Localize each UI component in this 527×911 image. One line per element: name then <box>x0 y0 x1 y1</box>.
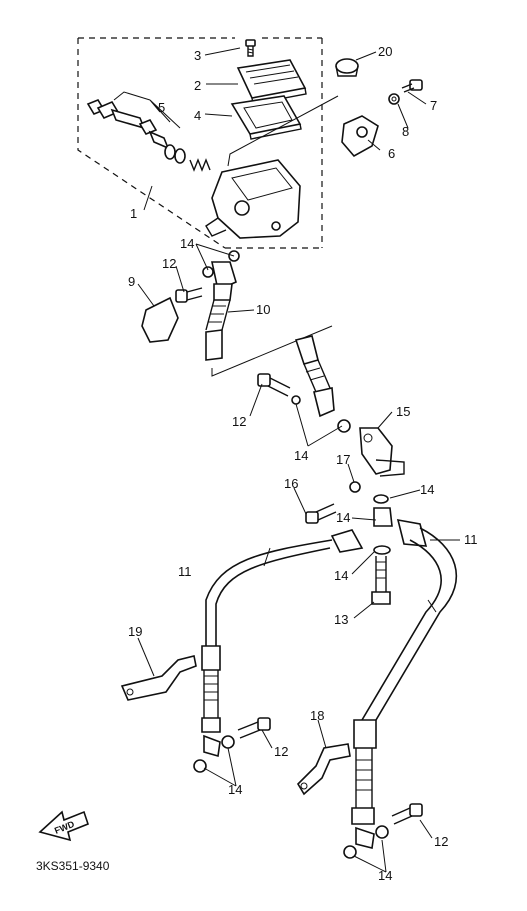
left-brake-hose <box>201 529 364 758</box>
callout-13: 13 <box>334 612 348 627</box>
callout-8: 8 <box>402 124 409 139</box>
diaphragm <box>230 95 302 140</box>
assembly-boundary <box>77 37 323 249</box>
callout-14-middle: 14 <box>294 448 308 463</box>
callout-14-left: 14 <box>228 782 242 797</box>
forward-arrow-icon: FWD <box>38 810 89 842</box>
right-caliper-union <box>343 803 423 859</box>
master-cylinder-body <box>205 159 301 239</box>
upper-union-washers <box>202 250 240 292</box>
joint-washer <box>349 481 361 493</box>
three-way-joint <box>359 427 405 477</box>
lever-bolt <box>401 79 423 93</box>
callout-14-lower: 14 <box>334 568 348 583</box>
callout-12-middle: 12 <box>232 414 246 429</box>
right-hose-bracket <box>296 743 351 796</box>
joint-bolt <box>305 503 337 524</box>
callout-15: 15 <box>396 404 410 419</box>
callout-11-left: 11 <box>178 564 192 579</box>
callout-16: 16 <box>284 476 298 491</box>
reservoir-cap <box>236 59 307 105</box>
break-line-upper <box>211 325 333 377</box>
bolt-washer <box>388 93 400 105</box>
callout-6: 6 <box>388 146 395 161</box>
union-cover <box>141 296 179 343</box>
callout-7: 7 <box>430 98 437 113</box>
callout-17: 17 <box>336 452 350 467</box>
callout-9: 9 <box>128 274 135 289</box>
callout-4: 4 <box>194 108 201 123</box>
part-code: 3KS351-9340 <box>36 859 110 873</box>
callout-5: 5 <box>158 100 165 115</box>
callout-12-left: 12 <box>274 744 288 759</box>
left-caliper-union <box>193 717 271 773</box>
callout-18: 18 <box>310 708 324 723</box>
callout-labels: 20 3 2 4 5 7 8 6 1 14 12 9 10 12 15 14 1… <box>128 44 478 883</box>
reservoir-screw <box>245 39 256 57</box>
callout-20: 20 <box>378 44 392 59</box>
center-union-bolt <box>371 556 391 605</box>
callout-3: 3 <box>194 48 201 63</box>
callout-19: 19 <box>128 624 142 639</box>
middle-union-bolt <box>257 373 351 433</box>
callout-14-upper: 14 <box>180 236 194 251</box>
callout-14-center: 14 <box>336 510 350 525</box>
callout-2: 2 <box>194 78 201 93</box>
callout-12-right: 12 <box>434 834 448 849</box>
upper-hose-end <box>205 283 233 361</box>
callout-1: 1 <box>130 206 137 221</box>
center-washers <box>373 494 393 555</box>
callout-10: 10 <box>256 302 270 317</box>
middle-hose-end <box>294 335 335 418</box>
callout-14-right: 14 <box>420 482 434 497</box>
callout-11-right: 11 <box>464 532 478 547</box>
rubber-cap <box>335 58 359 77</box>
leader-lines <box>137 47 460 873</box>
callout-14-bottom: 14 <box>378 868 392 883</box>
right-brake-hose <box>351 518 458 849</box>
piston-kit <box>86 91 211 172</box>
cap-leader <box>227 95 339 167</box>
lever-holder <box>341 115 379 158</box>
left-hose-bracket <box>120 655 197 701</box>
callout-12-upper: 12 <box>162 256 176 271</box>
upper-union-bolt <box>175 287 203 303</box>
